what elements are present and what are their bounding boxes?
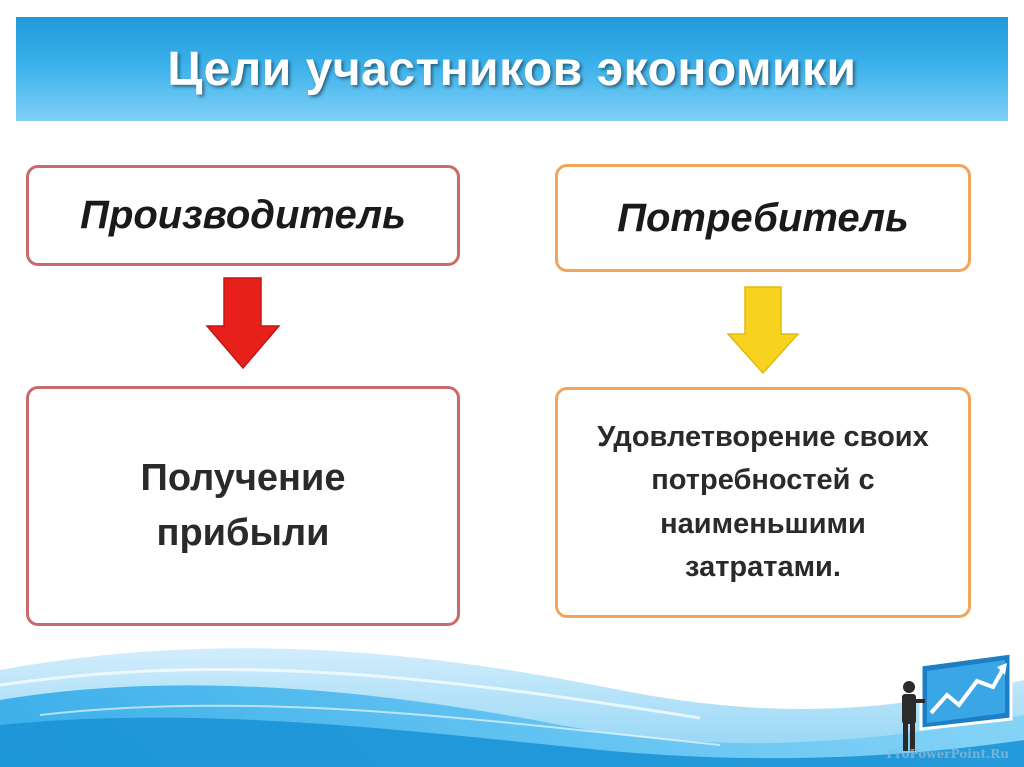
consumer-goal-text: Удовлетворение своих потребностей с наим… xyxy=(597,416,929,590)
businessman-chart-logo-icon xyxy=(902,651,1013,751)
down-arrow-icon xyxy=(205,277,281,370)
producer-label: Производитель xyxy=(80,193,406,237)
producer-goal-text: Получение прибыли xyxy=(141,451,346,561)
producer-goal-box: Получение прибыли xyxy=(26,386,460,626)
consumer-label: Потребитель xyxy=(617,195,909,240)
consumer-goal-line: затратами. xyxy=(685,551,841,583)
consumer-goal-line: Удовлетворение своих xyxy=(597,420,929,453)
title-bar: Цели участников экономики xyxy=(16,17,1008,121)
producer-goal-line: Получение xyxy=(140,456,346,499)
consumer-goal-line: наименьшими xyxy=(660,507,866,540)
decorative-waves xyxy=(0,648,1024,767)
consumer-goal-box: Удовлетворение своих потребностей с наим… xyxy=(555,387,971,618)
producer-goal-line: прибыли xyxy=(156,512,330,554)
down-arrow-icon xyxy=(727,286,799,374)
logo: ProPowerPoint.Ru xyxy=(886,647,1021,765)
consumer-box: Потребитель xyxy=(555,164,971,272)
consumer-goal-line: потребностей с xyxy=(651,464,875,496)
watermark-text: ProPowerPoint.Ru xyxy=(886,747,1009,761)
producer-box: Производитель xyxy=(26,165,460,266)
slide-title: Цели участников экономики xyxy=(167,42,857,96)
